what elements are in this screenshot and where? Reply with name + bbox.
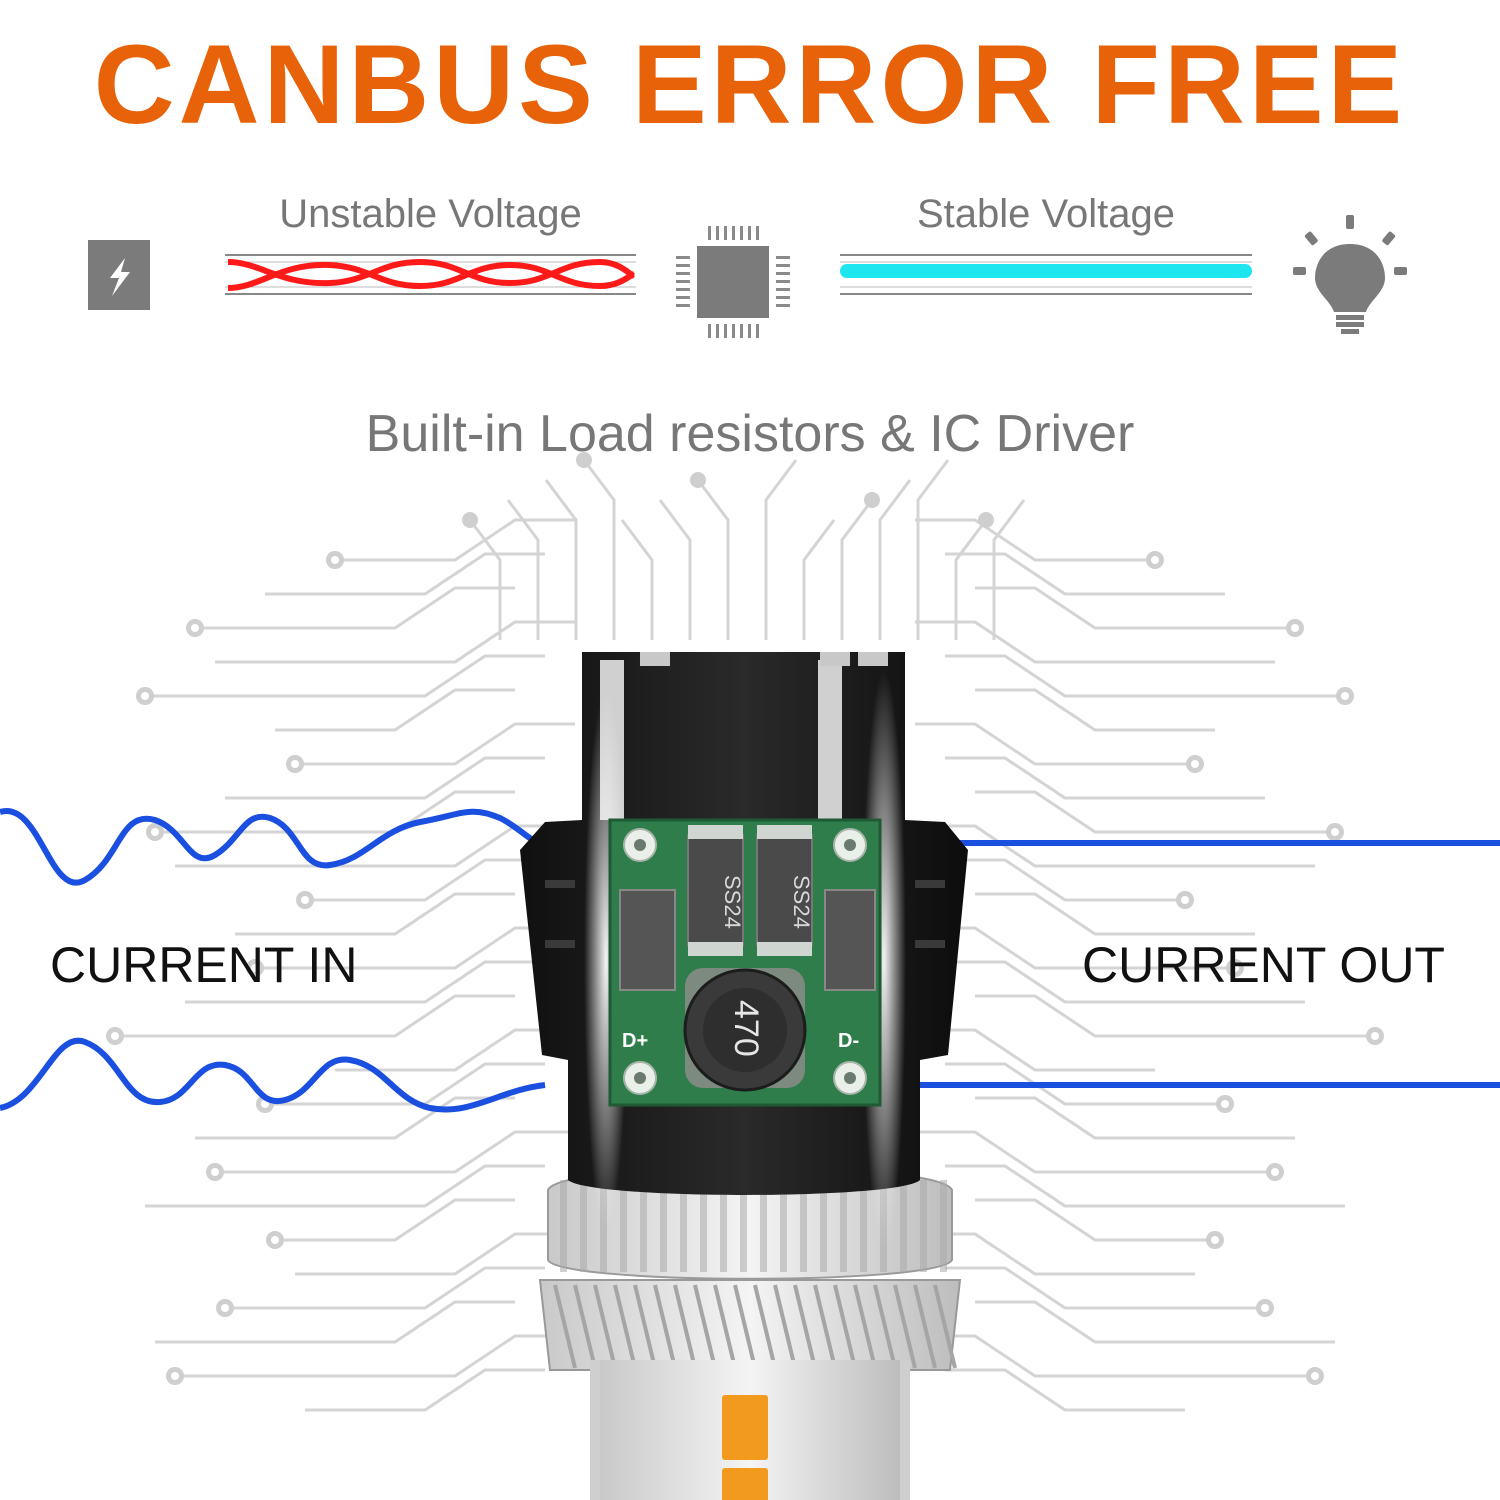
stable-voltage-label: Stable Voltage	[917, 192, 1175, 236]
driver-circuit-board	[608, 818, 882, 1107]
pad-minus-label: D-	[838, 1030, 860, 1052]
stable-voltage-line	[840, 264, 1252, 278]
diode-marking: SS24	[720, 875, 745, 929]
circuit-pads-background	[106, 452, 1384, 1385]
current-out-label: CURRENT OUT	[1082, 937, 1445, 993]
circuit-traces-background	[115, 459, 1375, 1412]
amber-led-chip	[722, 1468, 768, 1500]
chip-icon	[676, 226, 790, 338]
voltage-diagram	[225, 254, 1252, 295]
current-in-label: CURRENT IN	[50, 937, 358, 993]
resistor-component	[619, 889, 676, 991]
inductor-marking: 470	[727, 1000, 765, 1057]
diode-component	[756, 834, 813, 946]
light-bulb-icon	[1293, 215, 1407, 334]
feature-subtitle: Built-in Load resistors & IC Driver	[365, 405, 1135, 463]
amber-led-chip	[722, 1395, 768, 1460]
pad-plus-label: D+	[622, 1030, 649, 1052]
current-in-wave-top	[0, 808, 546, 886]
diode-marking: SS24	[789, 875, 814, 929]
unstable-voltage-wave	[227, 258, 636, 287]
resistor-component	[824, 889, 876, 991]
bulb-heatsink	[538, 1279, 962, 1500]
lightning-icon	[88, 240, 150, 310]
headline: CANBUS ERROR FREE	[93, 22, 1407, 147]
current-in-wave-bottom	[0, 1037, 546, 1113]
unstable-voltage-wave	[227, 261, 636, 291]
unstable-voltage-label: Unstable Voltage	[279, 192, 582, 236]
